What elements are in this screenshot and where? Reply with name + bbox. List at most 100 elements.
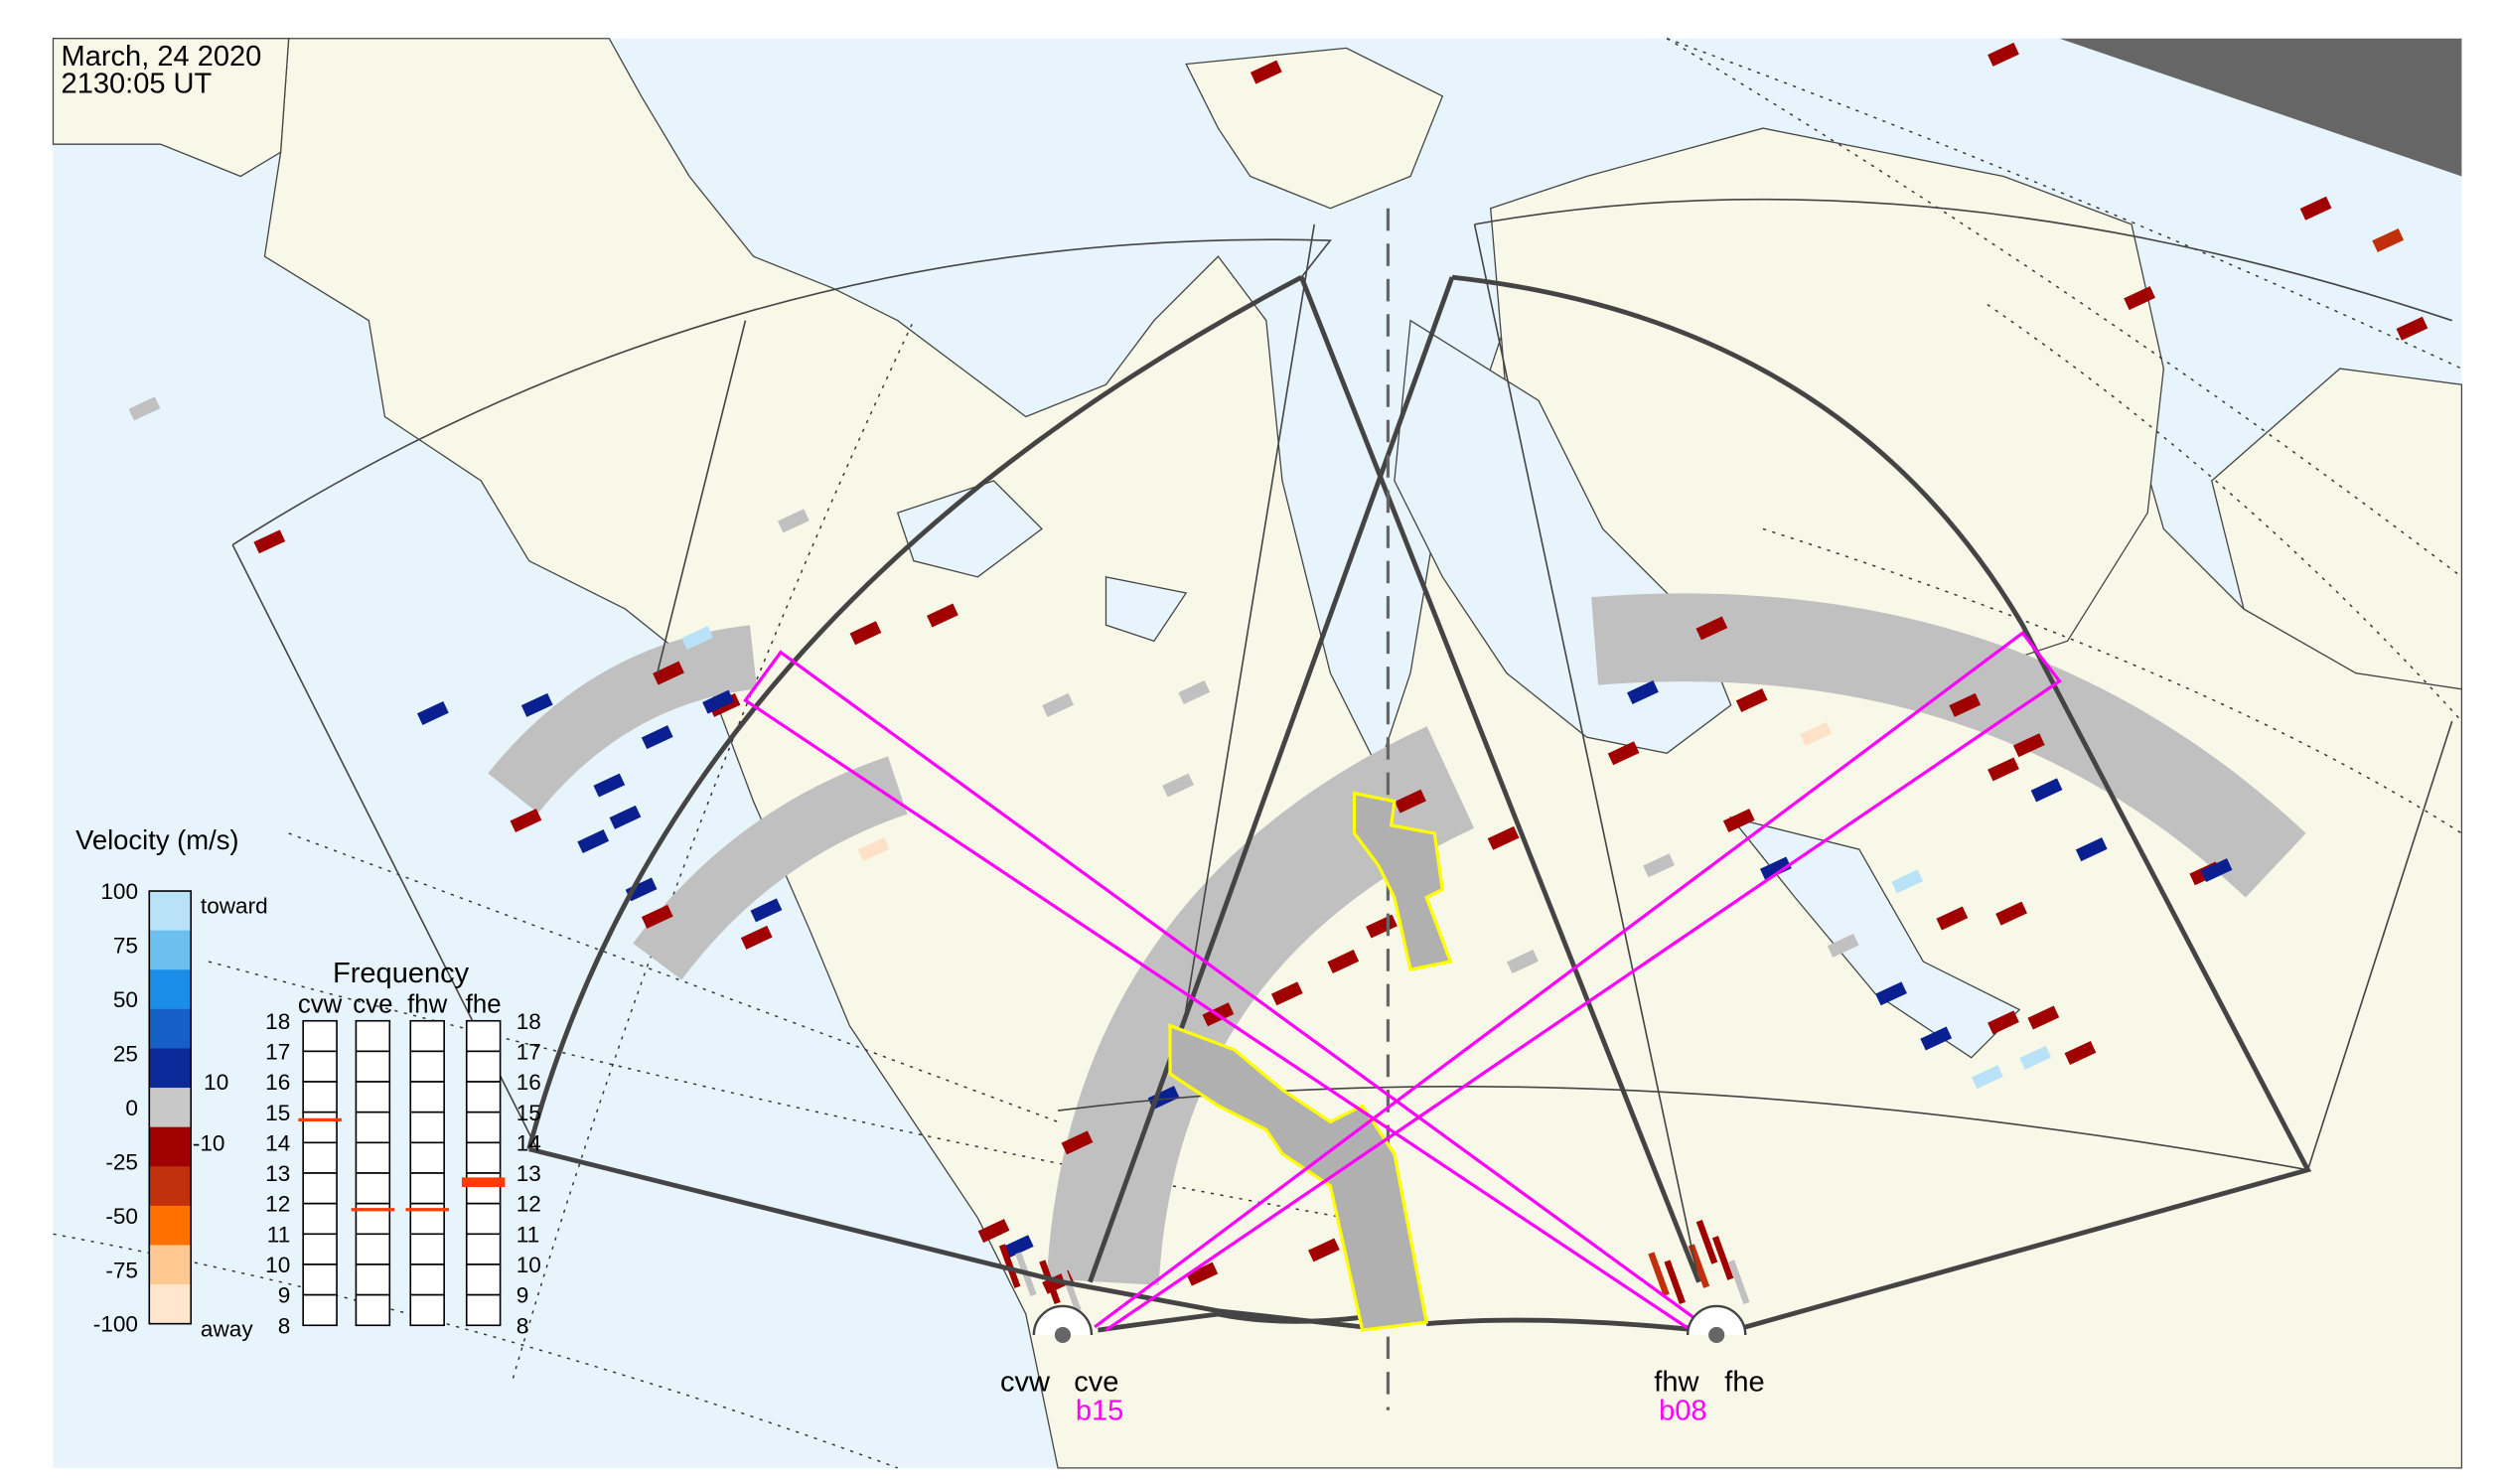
beam-label-fhw: b08 (1659, 1395, 1706, 1426)
velocity-cell (1162, 773, 1194, 798)
frequency-cell (465, 1263, 502, 1296)
velocity-cell (1891, 869, 1924, 894)
velocity-cell (510, 809, 542, 833)
frequency-cell (465, 1141, 502, 1174)
velocity-cell (577, 829, 610, 854)
velocity-cell (1827, 933, 1859, 958)
frequency-tick-left: 11 (267, 1222, 290, 1247)
frequency-cell (355, 1293, 391, 1327)
frequency-title: Frequency (333, 958, 470, 989)
colorbar-segment (149, 1166, 192, 1207)
frequency-cell (302, 1141, 338, 1174)
colorbar-tick-label: 25 (113, 1041, 138, 1066)
night-terminator-shading (2059, 38, 2462, 177)
frequency-tick-left: 17 (265, 1039, 290, 1064)
frequency-tick-left: 13 (265, 1161, 290, 1186)
frequency-cell (465, 1019, 502, 1053)
velocity-cell (1695, 616, 1728, 641)
frequency-marker (461, 1177, 506, 1188)
frequency-tick-left: 16 (265, 1070, 290, 1095)
frequency-tick-left: 15 (265, 1101, 290, 1125)
velocity-cell (641, 904, 673, 929)
velocity-cell (1987, 1010, 2019, 1035)
highlighted-region (1168, 791, 1453, 1332)
velocity-cell (1920, 1026, 1953, 1051)
frequency-tick-right: 13 (516, 1161, 541, 1186)
frequency-cell (355, 1263, 391, 1296)
near-range-cell (1648, 1252, 1670, 1296)
velocity-cell (977, 1219, 1010, 1244)
velocity-cell (1061, 1130, 1094, 1155)
velocity-cell (653, 661, 684, 685)
frequency-tick-left: 8 (278, 1313, 291, 1338)
frequency-tick-right: 9 (516, 1283, 529, 1308)
velocity-cell (857, 837, 890, 862)
velocity-cell (1759, 856, 1792, 881)
frequency-cell (409, 1141, 445, 1174)
frequency-cell (302, 1172, 338, 1205)
velocity-cell (849, 621, 882, 646)
frequency-cell (355, 1019, 391, 1053)
frequency-cell (355, 1081, 391, 1113)
velocity-cell (1250, 60, 1282, 84)
land (52, 38, 2463, 1469)
colorbar-segment (149, 1048, 192, 1089)
velocity-cell (1987, 757, 2019, 782)
colorbar-tick-label: -75 (105, 1258, 138, 1282)
velocity-cell (2299, 196, 2332, 221)
colorbar-segment (149, 1088, 192, 1128)
beam-cve-b15 (1094, 631, 2062, 1332)
velocity-cell (702, 689, 734, 714)
frequency-tick-right: 15 (516, 1101, 541, 1125)
ground-scatter-band (1591, 593, 2306, 898)
near-range-cell (1728, 1260, 1750, 1305)
frequency-tick-right: 12 (516, 1192, 541, 1217)
near-range-cell (998, 1244, 1021, 1288)
radar-site-fhw-fhe (1686, 1304, 1747, 1344)
frequency-cell (302, 1081, 338, 1113)
velocity-cell (1270, 981, 1303, 1006)
frequency-cell (465, 1050, 502, 1083)
velocity-cell (520, 692, 553, 717)
velocity-cell (1607, 741, 1640, 766)
velocity-cell (625, 877, 658, 902)
colorbar-tick-label: 50 (113, 987, 138, 1012)
frequency-cell (302, 1293, 338, 1327)
frequency-tick-right: 16 (516, 1070, 541, 1095)
frequency-cell (465, 1233, 502, 1265)
radar-label-cvw: cvw (1000, 1366, 1051, 1398)
velocity-cell (750, 898, 783, 923)
colorbar-segment (149, 1205, 192, 1247)
velocity-cell (1800, 721, 1833, 746)
date-label: March, 24 2020 (62, 41, 262, 73)
velocity-legend-title: Velocity (m/s) (75, 824, 238, 855)
frequency-cell (302, 1111, 338, 1144)
ground-scatter-band (633, 756, 908, 980)
velocity-cell (2200, 858, 2233, 883)
colorbar-segment (149, 1245, 192, 1285)
frequency-cell (302, 1233, 338, 1265)
velocity-cell (1395, 789, 1426, 814)
frequency-cell (302, 1050, 338, 1083)
near-range-cell (1695, 1220, 1718, 1264)
velocity-cell (1987, 42, 2019, 67)
colorbar-tick-label: -50 (105, 1204, 138, 1229)
frequency-column-label: fhe (466, 991, 502, 1019)
velocity-cell (1487, 825, 1520, 850)
frequency-cell (409, 1233, 445, 1265)
velocity-cell (1722, 809, 1755, 833)
frequency-cell (409, 1263, 445, 1296)
velocity-cell (681, 626, 713, 651)
ground-scatter-band (488, 625, 758, 815)
velocity-cell (593, 773, 626, 798)
velocity-cell (1178, 679, 1211, 704)
beam-fhw-b08 (743, 650, 1706, 1329)
velocity-cell (609, 805, 642, 829)
velocity-cell (641, 725, 673, 750)
frequency-column-label: fhw (407, 991, 448, 1019)
velocity-cell (2124, 286, 2156, 311)
velocity-cell (1643, 853, 1675, 878)
